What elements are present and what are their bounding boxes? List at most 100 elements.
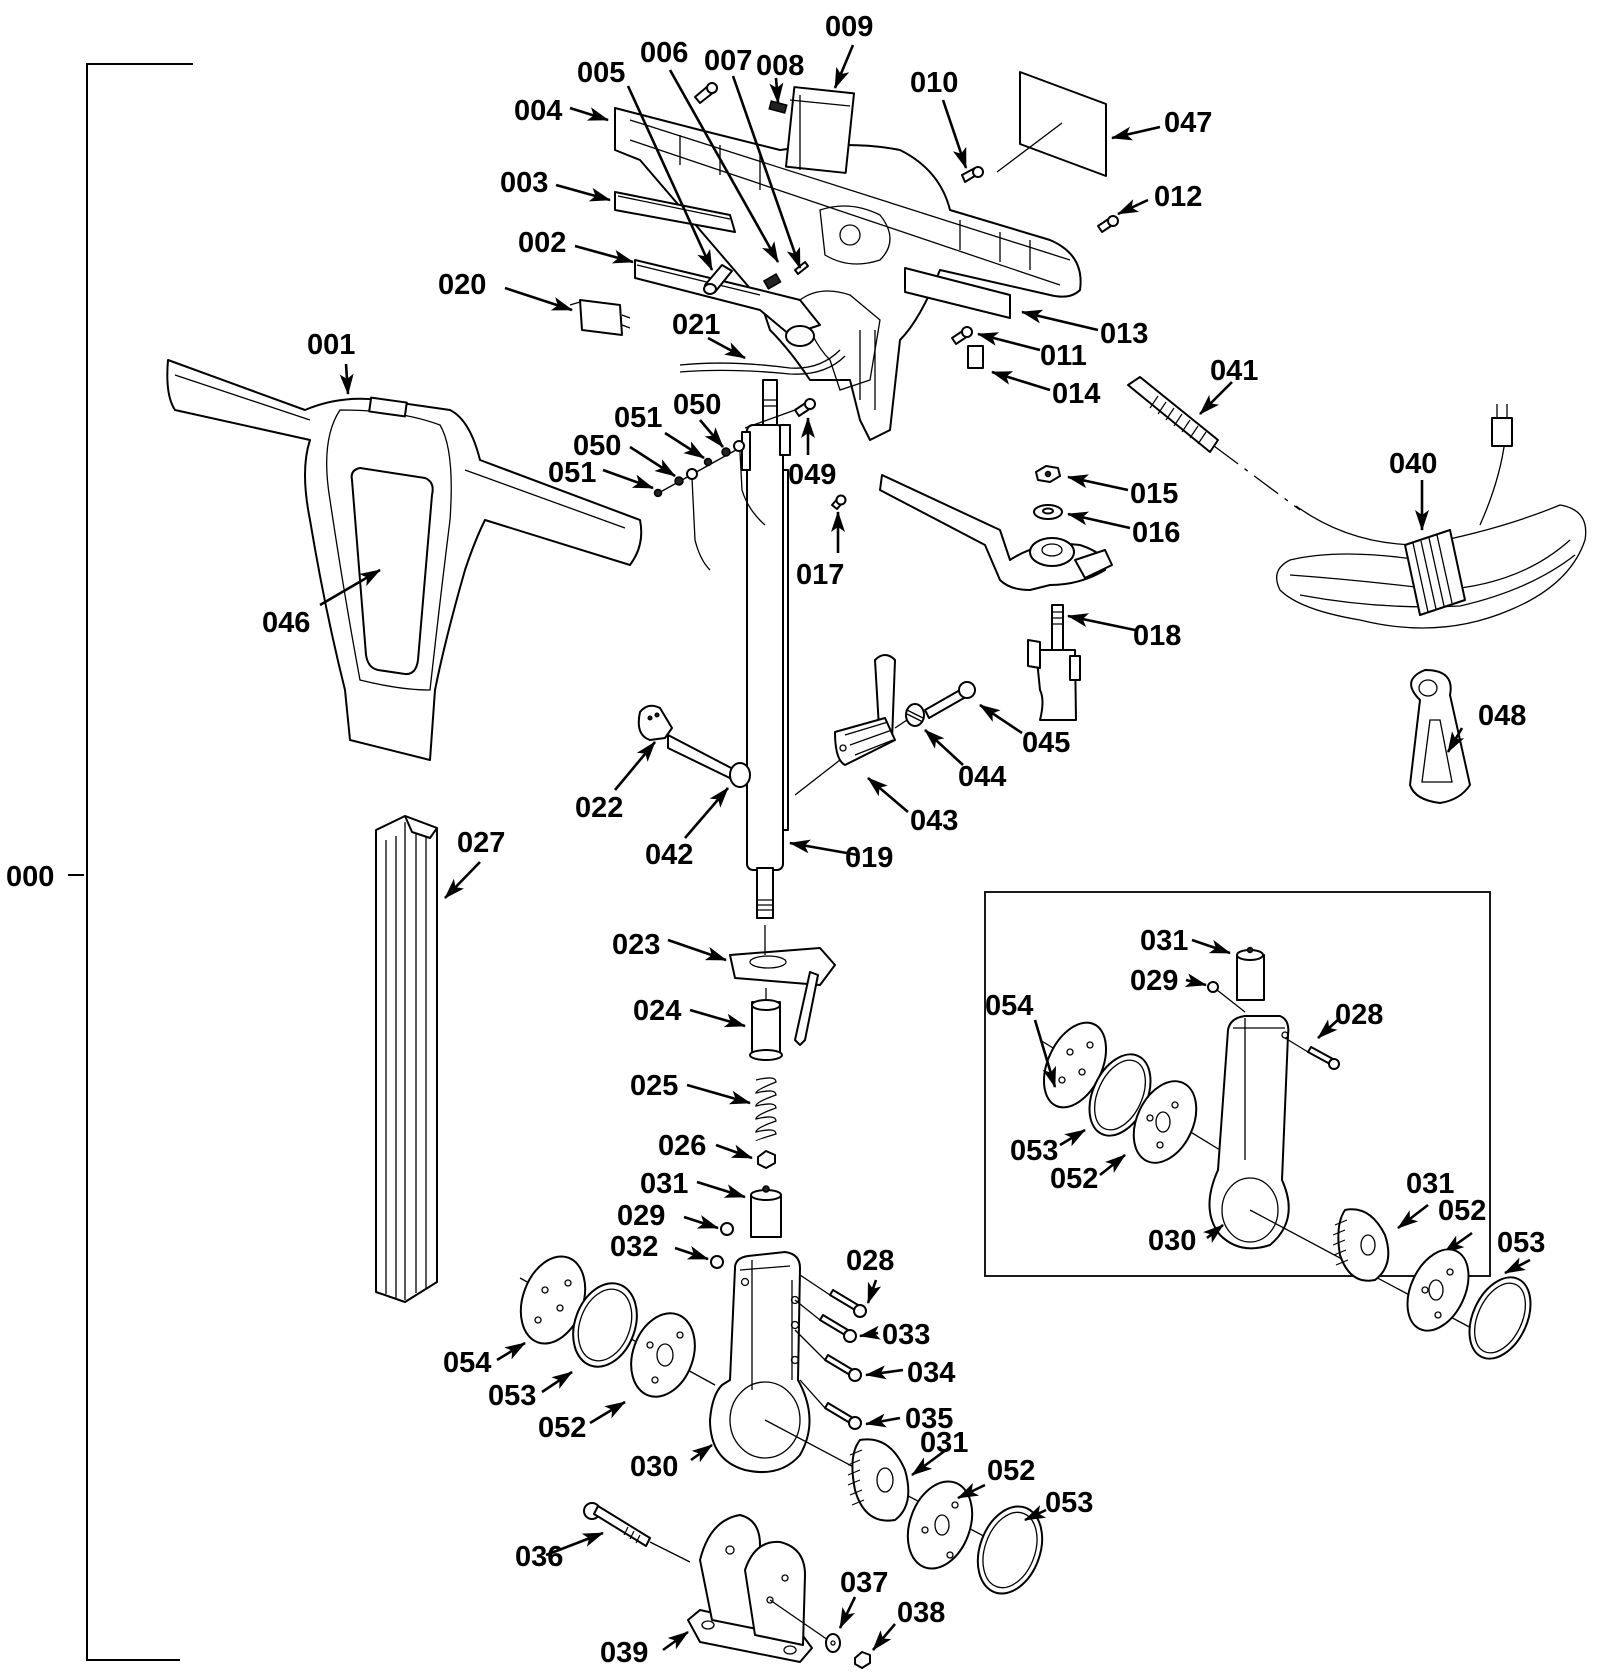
leader-011 xyxy=(977,332,1041,352)
callout-025: 025 xyxy=(630,1070,678,1102)
callout-006: 006 xyxy=(640,37,688,69)
callout-018: 018 xyxy=(1133,620,1181,652)
leader-044 xyxy=(924,729,964,766)
leader-053 xyxy=(541,1370,573,1394)
leader-045 xyxy=(979,703,1023,735)
leader-020 xyxy=(504,286,573,312)
callout-019: 019 xyxy=(845,842,893,874)
leader-026 xyxy=(715,1143,753,1160)
inset-callout-031a: 031 xyxy=(1140,925,1188,957)
inset-callout-054: 054 xyxy=(985,990,1033,1022)
inset-leader-053b xyxy=(1504,1257,1531,1275)
callout-021: 021 xyxy=(672,309,720,341)
leader-013 xyxy=(1021,309,1099,332)
callout-033: 033 xyxy=(882,1319,930,1351)
pivot-arm xyxy=(709,1251,811,1474)
spring-044 xyxy=(894,703,925,729)
inset-callout-052: 052 xyxy=(1050,1163,1098,1195)
pin xyxy=(703,264,733,295)
leader-027 xyxy=(444,861,481,899)
leader-050b xyxy=(699,419,724,448)
callout-048: 048 xyxy=(1478,700,1526,732)
leader-054 xyxy=(496,1341,526,1362)
washer-016 xyxy=(1033,504,1063,520)
callout-041: 041 xyxy=(1210,355,1258,387)
slide-bar xyxy=(904,267,1011,319)
leader-050a xyxy=(629,445,676,478)
callout-053b: 053 xyxy=(1045,1487,1093,1519)
gear-and-discs-right xyxy=(764,1419,1044,1595)
callout-008: 008 xyxy=(756,50,804,82)
leader-018 xyxy=(1067,613,1136,632)
callout-013: 013 xyxy=(1100,318,1148,350)
leader-009 xyxy=(833,44,855,89)
screw-012 xyxy=(1097,215,1119,233)
screw-007 xyxy=(794,261,809,275)
callout-016: 016 xyxy=(1132,517,1180,549)
extrusion-rail xyxy=(375,815,438,1303)
leader-046 xyxy=(319,568,381,607)
inset-leader-031a xyxy=(1191,938,1231,955)
inset-callout-053b: 053 xyxy=(1497,1227,1545,1259)
callout-044: 044 xyxy=(958,761,1006,793)
leader-006 xyxy=(668,69,780,263)
washer-037 xyxy=(769,1599,841,1653)
leader-015 xyxy=(1067,474,1129,492)
screw-017 xyxy=(831,494,847,510)
callout-052: 052 xyxy=(538,1412,586,1444)
callout-031: 031 xyxy=(640,1168,688,1200)
long-bolt xyxy=(583,1502,691,1563)
callout-050a: 050 xyxy=(573,430,621,462)
inset-callout-053: 053 xyxy=(1010,1135,1058,1167)
callout-004: 004 xyxy=(514,95,562,127)
leader-002 xyxy=(574,244,634,264)
callout-000: 000 xyxy=(6,861,54,893)
leader-016 xyxy=(1067,511,1131,530)
callout-005: 005 xyxy=(577,57,625,89)
callout-032: 032 xyxy=(610,1231,658,1263)
callout-010: 010 xyxy=(910,67,958,99)
callout-052b: 052 xyxy=(987,1455,1035,1487)
leader-037 xyxy=(838,1596,857,1629)
callout-043: 043 xyxy=(910,805,958,837)
leader-034 xyxy=(865,1365,904,1380)
callout-023: 023 xyxy=(612,929,660,961)
inset-leader-029 xyxy=(1184,973,1207,987)
collar xyxy=(729,762,751,788)
spring-025 xyxy=(755,1077,777,1142)
callout-053: 053 xyxy=(488,1380,536,1412)
screw-011 xyxy=(951,326,973,345)
inset-callout-052b: 052 xyxy=(1438,1195,1486,1227)
stop-block xyxy=(967,345,984,369)
callout-036: 036 xyxy=(515,1541,563,1573)
base-mount xyxy=(687,1514,813,1663)
leader-004 xyxy=(569,106,609,122)
leader-014 xyxy=(991,370,1051,392)
leader-010 xyxy=(941,99,968,169)
callout-047: 047 xyxy=(1164,107,1212,139)
leader-051a xyxy=(602,468,654,490)
ratchet-lever xyxy=(794,654,896,796)
strain-relief xyxy=(1127,376,1301,511)
leader-053b xyxy=(1024,1505,1047,1522)
decal xyxy=(996,71,1107,177)
leader-052 xyxy=(589,1400,626,1425)
leader-032 xyxy=(674,1246,709,1261)
channel-bar xyxy=(614,191,736,233)
callout-031b: 031 xyxy=(920,1427,968,1459)
inset-leader-031b xyxy=(1397,1203,1429,1230)
lever-arm xyxy=(879,474,1113,591)
callout-009: 009 xyxy=(825,11,873,43)
inset-callout-030: 030 xyxy=(1148,1225,1196,1257)
callout-026: 026 xyxy=(658,1130,706,1162)
leader-005 xyxy=(626,85,714,271)
callout-049: 049 xyxy=(788,459,836,491)
nut-032 xyxy=(710,1255,724,1269)
callout-051b: 051 xyxy=(614,402,662,434)
nut-029 xyxy=(720,1222,734,1236)
leader-043 xyxy=(867,777,909,813)
leader-039 xyxy=(662,1630,689,1652)
callout-011: 011 xyxy=(1040,340,1087,372)
leader-051b xyxy=(664,431,705,460)
leader-003 xyxy=(555,183,611,202)
